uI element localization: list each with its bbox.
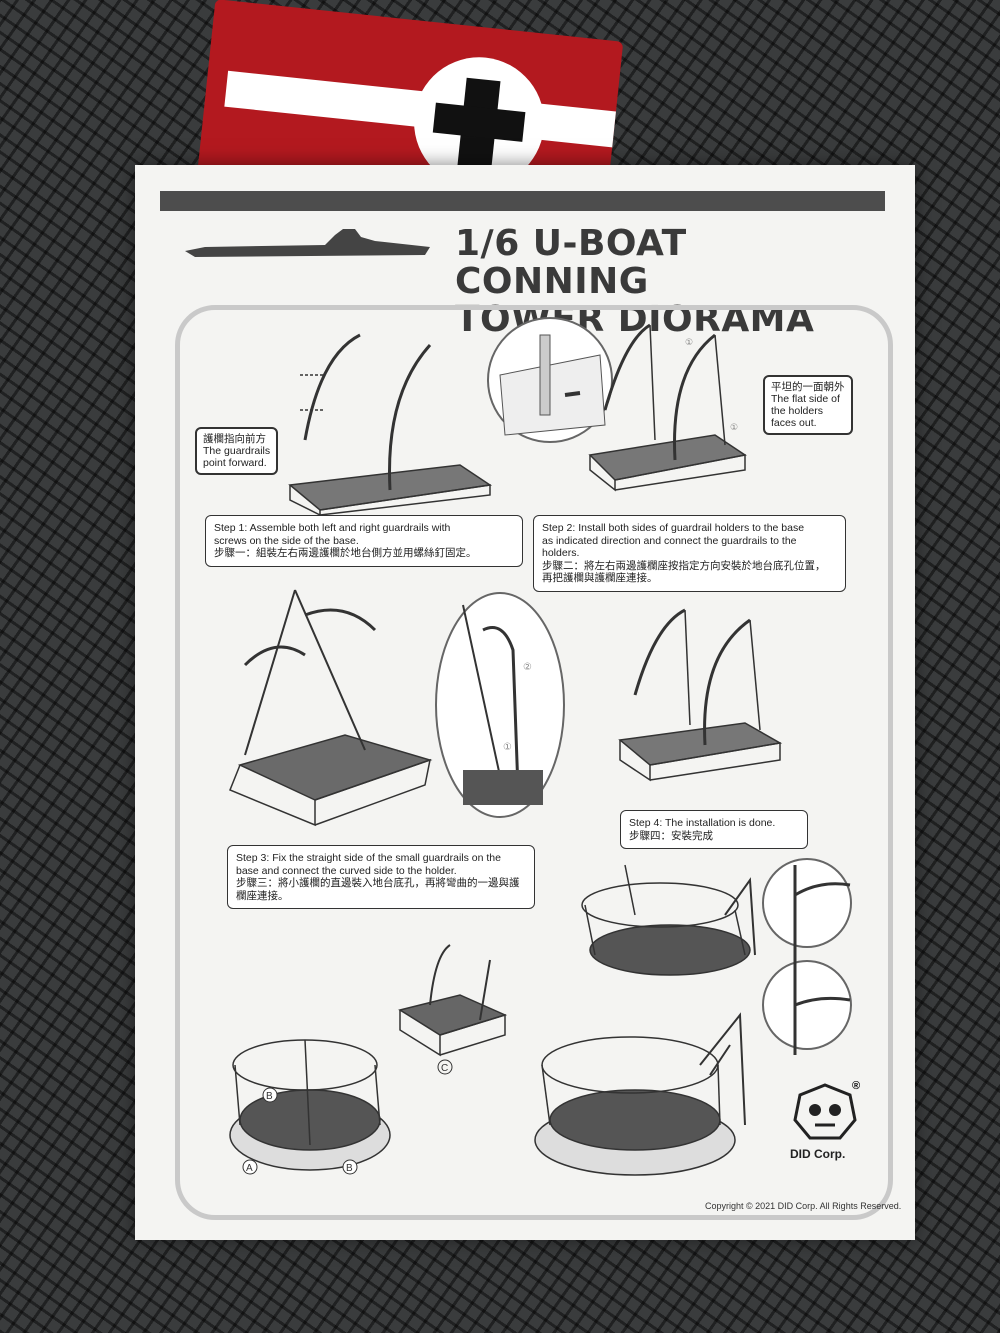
step4-illustration [618,608,783,782]
svg-text:B: B [266,1091,273,1102]
svg-text:B: B [346,1163,353,1174]
step3-detail-illustration: ② ① [435,592,565,818]
tower-rail-illustration [581,864,756,976]
copyright-text: Copyright © 2021 DID Corp. All Rights Re… [705,1201,902,1211]
u-boat-silhouette-icon [185,229,430,257]
step3-box: Step 3: Fix the straight side of the sma… [227,845,535,909]
svg-text:①: ① [730,422,738,432]
logo-text: DID Corp. [790,1147,846,1161]
header-bar [160,191,885,211]
svg-text:①: ① [503,742,512,753]
base-small-illustration: C [398,944,508,1075]
step4-box: Step 4: The installation is done. 步驟四：安裝… [620,810,808,849]
instruction-frame [175,305,893,1220]
circular-rail-illustration: B A B [229,1039,391,1175]
complete-tower-illustration [534,1012,746,1176]
rail-detail-illustration [762,858,852,1055]
did-corp-logo: ® DID Corp. [790,1080,880,1180]
skull-logo-icon [793,1083,857,1140]
step2-box: Step 2: Install both sides of guardrail … [533,515,846,592]
flat-side-callout: 平坦的一面朝外 The flat side of the holders fac… [763,375,853,435]
step1-box: Step 1: Assemble both left and right gua… [205,515,523,567]
step1-illustration [288,317,613,515]
svg-text:②: ② [523,662,532,673]
guardrails-forward-callout: 護欄指向前方 The guardrails point forward. [195,427,279,475]
registered-mark: ® [852,1080,861,1092]
svg-text:①: ① [685,337,693,347]
instruction-sheet: 1/6 U-BOAT CONNING TOWER DIORAMA 護欄指向前方 … [135,165,915,1240]
step2-illustration: ① ① [588,323,747,492]
svg-text:C: C [441,1063,448,1074]
step3-illustration [229,589,433,827]
svg-text:A: A [246,1163,253,1174]
